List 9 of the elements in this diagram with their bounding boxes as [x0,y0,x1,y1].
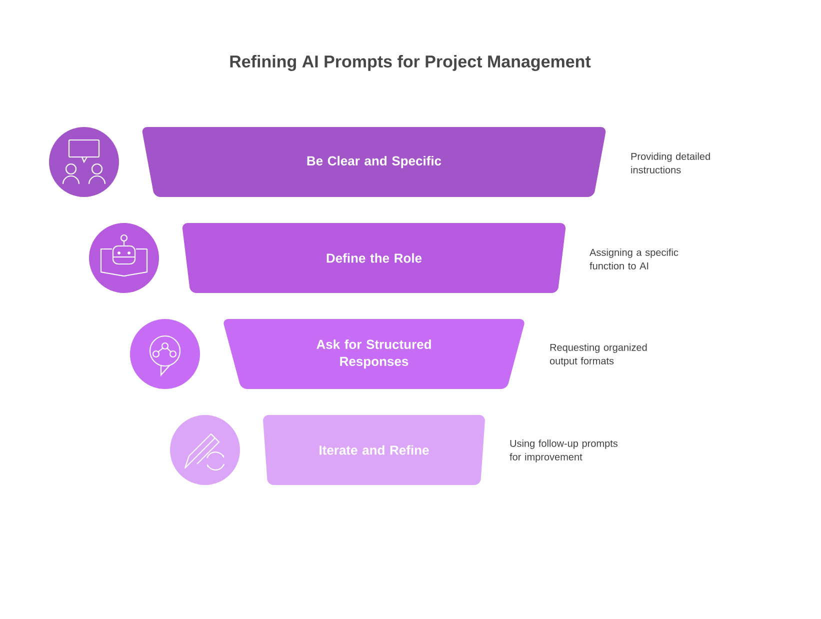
title: Refining AI Prompts for Project Management [230,55,591,71]
description: Providing detailed instructions [631,152,710,174]
funnel-segment: Ask for Structured Responses [224,319,524,389]
funnel-segment: Define the Role [182,223,566,293]
funnel-segment: Iterate and Refine [263,415,485,485]
description: Using follow-up prompts for improvement [510,440,618,462]
description: Requesting organized output formats [550,344,647,366]
funnel-segment: Be Clear and Specific [142,127,606,197]
description: Assigning a specific function to AI [590,248,678,270]
